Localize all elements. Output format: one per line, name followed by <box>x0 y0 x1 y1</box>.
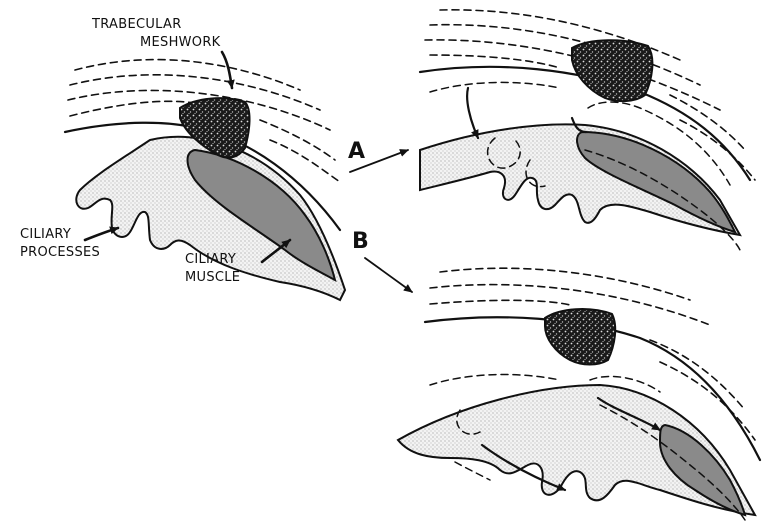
label-ciliary-muscle-1: CILIARY <box>185 252 236 267</box>
label-ciliary-processes-1: CILIARY <box>20 227 71 242</box>
label-trabecular: TRABECULAR <box>91 17 182 32</box>
label-ciliary-processes-2: PROCESSES <box>20 245 100 260</box>
label-panel-b: B <box>352 229 369 254</box>
panel-a <box>420 10 755 250</box>
trabecular-meshwork-a <box>572 40 652 101</box>
panel-b <box>398 268 760 520</box>
arrow-to-processes <box>85 228 118 240</box>
label-meshwork: MESHWORK <box>140 35 221 50</box>
label-panel-a: A <box>348 139 365 164</box>
panel-rest: TRABECULAR MESHWORK CILIARY PROCESSES CI… <box>20 17 345 300</box>
arrow-b <box>365 258 412 292</box>
arrow-a-pull <box>467 88 478 138</box>
trabecular-meshwork-b <box>545 309 615 364</box>
label-ciliary-muscle-2: MUSCLE <box>185 270 240 285</box>
arrow-to-meshwork <box>222 52 232 88</box>
